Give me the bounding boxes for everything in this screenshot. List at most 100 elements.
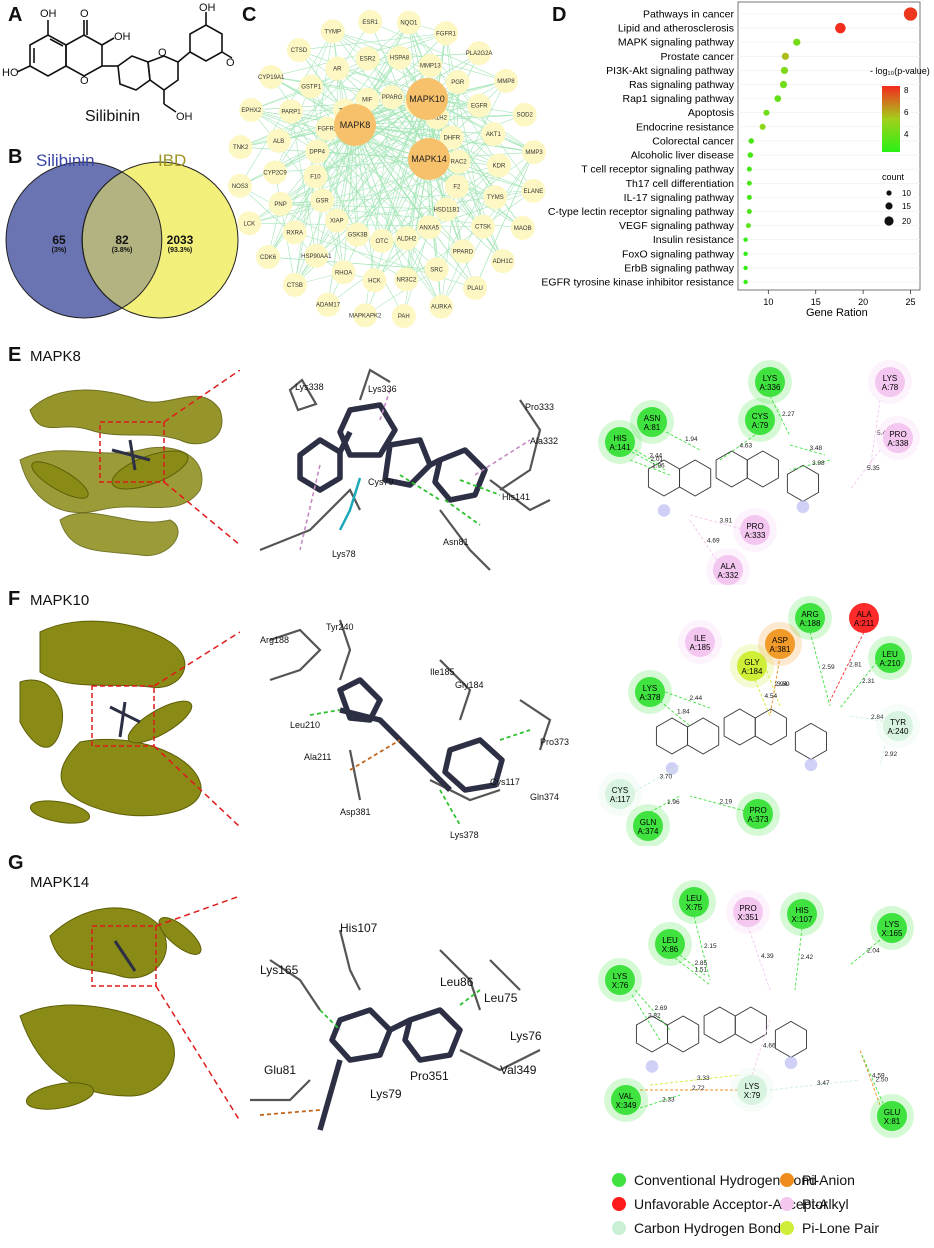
network-node-label: GSTP1 — [301, 85, 321, 91]
network-node-label: AKT1 — [486, 132, 502, 138]
residue-id: A:374 — [638, 827, 659, 836]
network-node — [362, 268, 387, 293]
distance-label: 4.69 — [707, 538, 720, 545]
network-edge — [251, 109, 447, 210]
network-edge — [316, 158, 430, 257]
network-node-label: LCK — [243, 221, 255, 227]
network-node-label: HSP90AA1 — [301, 254, 332, 260]
network-edge — [274, 21, 371, 173]
distance-label: 2.31 — [862, 678, 875, 685]
distance-label: 2.92 — [885, 751, 898, 758]
y-tick-label: ErbB signaling pathway — [624, 262, 734, 274]
network-node — [418, 53, 443, 78]
residue-node — [737, 1075, 767, 1105]
network-hub-node — [334, 104, 376, 146]
interaction-line — [769, 1079, 861, 1091]
residue-name: LYS — [745, 1082, 760, 1091]
residue-node — [875, 643, 905, 673]
distance-label: 2.81 — [849, 662, 862, 669]
svg-text:Arg188: Arg188 — [260, 635, 289, 645]
legend-item: Pi-Lone Pair — [780, 1220, 879, 1236]
residue-node — [795, 603, 825, 633]
residue-name: GLU — [884, 1108, 901, 1117]
residue-node — [877, 913, 907, 943]
svg-text:O: O — [226, 57, 235, 69]
network-node — [282, 220, 307, 245]
network-node-label: ELANE — [524, 189, 544, 195]
distance-label: 1.84 — [677, 709, 690, 716]
network-edge — [354, 124, 407, 280]
network-node — [467, 41, 492, 66]
residue-node — [743, 799, 773, 829]
legend-swatch — [780, 1197, 794, 1211]
legend-label: Conventional Hydrogen Bond — [634, 1172, 817, 1188]
network-node-label: NR3C2 — [397, 277, 417, 283]
network-edge — [280, 98, 428, 205]
ligand-atom — [784, 1056, 798, 1070]
network-node-label: TYMP — [324, 29, 341, 35]
network-edge — [370, 21, 507, 82]
interaction-line — [849, 449, 881, 491]
size-legend-title: count — [882, 172, 905, 182]
network-node-label: CYP19A1 — [258, 75, 285, 81]
legend-swatch — [612, 1221, 626, 1235]
svg-text:Leu210: Leu210 — [290, 720, 320, 730]
panel-letter-c: C — [242, 4, 257, 26]
residue-node — [605, 779, 635, 809]
legend-item: Carbon Hydrogen Bond — [612, 1220, 781, 1236]
network-node — [493, 68, 518, 93]
network-node-label: ALB — [273, 139, 284, 145]
mapk10-binding-3d: Tyr240 Arg188 Ile185 Gly184 Leu210 Ala21… — [260, 619, 569, 840]
interaction-line — [747, 925, 771, 991]
data-point — [774, 95, 782, 102]
distance-label: 4.59 — [872, 1073, 885, 1080]
residue-id: A:336 — [760, 383, 781, 392]
distance-label: 2.94 — [775, 681, 788, 688]
network-node-label: PLA2G2A — [466, 51, 493, 57]
network-node — [286, 38, 311, 63]
network-node — [391, 304, 416, 329]
residue-id: A:333 — [745, 531, 766, 540]
legend-swatch — [780, 1173, 794, 1187]
interaction-line — [754, 679, 771, 717]
network-node — [512, 102, 537, 127]
residue-id: A:378 — [640, 693, 661, 702]
svg-text:His141: His141 — [502, 492, 530, 502]
y-tick-label: Endocrine resistance — [636, 121, 734, 133]
data-point — [743, 237, 748, 242]
network-edge — [290, 105, 480, 112]
network-node-label: CYP2C9 — [263, 170, 287, 176]
network-node — [331, 260, 356, 285]
distance-label: 1.96 — [652, 463, 665, 470]
venn-overlap-pct: (3.8%) — [111, 247, 133, 254]
residue-node — [685, 627, 715, 657]
residue-name: LYS — [885, 920, 900, 929]
interaction-line — [689, 519, 721, 566]
residue-id: A:79 — [752, 421, 769, 430]
network-node-label: PPARG — [382, 95, 403, 101]
network-edge — [294, 232, 476, 289]
network-edge — [367, 99, 430, 228]
network-node-label: MAOB — [514, 226, 532, 232]
x-axis-label: Gene Ration — [806, 307, 868, 319]
ligand-ring — [723, 708, 756, 746]
venn-left-pct: (3%) — [51, 247, 67, 254]
network-node-label: CDK6 — [260, 255, 277, 261]
venn-right-pct: (93.3%) — [167, 247, 193, 254]
residue-node — [849, 603, 879, 633]
network-node-label: AURKA — [431, 305, 452, 311]
network-edge — [344, 22, 410, 111]
svg-text:Pro333: Pro333 — [525, 402, 554, 412]
residue-node — [877, 1101, 907, 1131]
distance-label: 1.96 — [667, 799, 680, 806]
network-edge — [357, 98, 428, 235]
network-node-label: FGFR1 — [436, 31, 456, 37]
svg-text:His107: His107 — [340, 921, 378, 935]
network-edge — [428, 158, 504, 262]
molecule-name: Silibinin — [85, 108, 141, 125]
residue-name: VAL — [619, 1092, 634, 1101]
network-node-label: KDR — [493, 164, 506, 170]
residue-id: A:210 — [880, 659, 901, 668]
distance-label: 3.33 — [697, 1075, 710, 1082]
y-tick-label: FoxO signaling pathway — [622, 248, 735, 260]
